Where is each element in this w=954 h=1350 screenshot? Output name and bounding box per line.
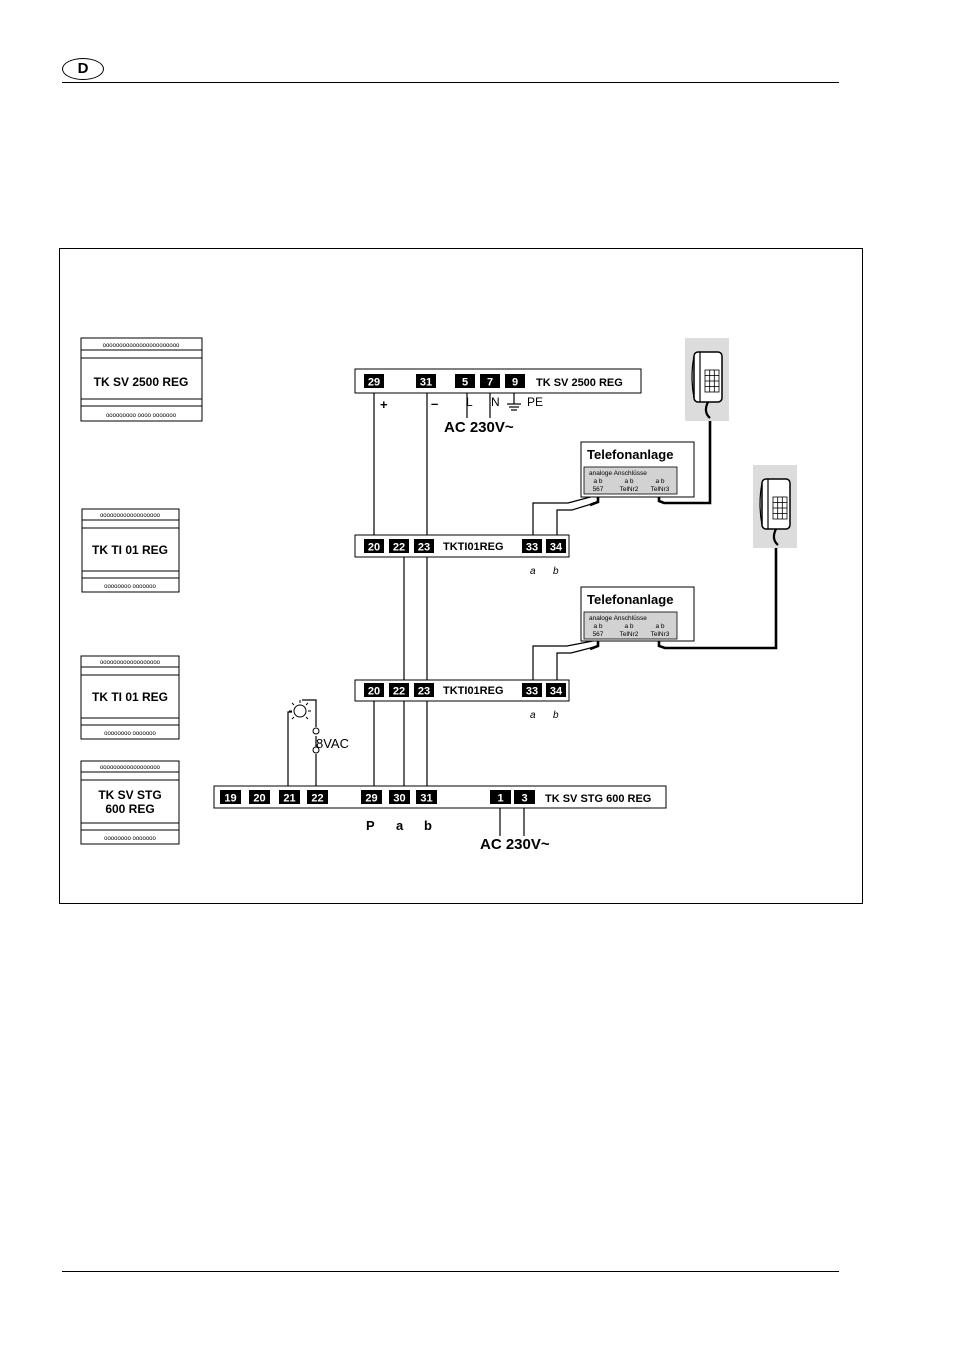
- plus-label: +: [380, 397, 388, 412]
- pbx-unit-lower: Telefonanlage analoge Anschlüsse a b a b…: [580, 586, 695, 642]
- module-illustration-ti01-lower: oooooooooooooooooo TK TI 01 REG oooooooo…: [80, 655, 180, 740]
- module-label-line1: TK SV STG: [98, 788, 161, 802]
- pair-b-label: b: [553, 710, 559, 721]
- pbx-sub: analoge Anschlüsse: [589, 470, 647, 477]
- port-label: TelNr3: [651, 631, 670, 638]
- mains-L-label: L: [466, 395, 473, 409]
- terminal-label: 31: [420, 793, 432, 805]
- mains-N-label: N: [491, 395, 500, 409]
- terminal-label: 20: [368, 542, 380, 554]
- terminal-label: 21: [283, 793, 295, 805]
- port-ab: a b: [593, 623, 602, 630]
- terminal-label: 33: [526, 542, 538, 554]
- supply-ac-label: AC 230V~: [444, 419, 514, 436]
- lamp-voltage-label: 8VAC: [316, 736, 349, 751]
- supply-unit: 29 31 5 7 9 TK SV 2500 REG: [354, 368, 642, 394]
- port-label: TelNr2: [620, 631, 639, 638]
- footer-rule: [62, 1271, 839, 1272]
- port-ab: a b: [593, 478, 602, 485]
- terminal-label: 34: [550, 542, 563, 554]
- terminal-label: 9: [512, 377, 518, 389]
- module-illustration-sv2500: ooooooooooooooooooooooo TK SV 2500 REG o…: [80, 337, 203, 422]
- module-illustration-ti01-upper: oooooooooooooooooo TK TI 01 REG oooooooo…: [81, 508, 180, 593]
- terminal-label: 20: [368, 686, 380, 698]
- minus-label: –: [431, 396, 438, 411]
- terminal-label: 23: [418, 542, 430, 554]
- module-dots-bottom: oooooooo ooooooo: [104, 836, 156, 842]
- terminal-label: 31: [420, 377, 432, 389]
- module-label: TK TI 01 REG: [92, 690, 168, 704]
- terminal-label: 29: [365, 793, 377, 805]
- supply-name: TK SV 2500 REG: [536, 377, 623, 389]
- pbx-unit-upper: Telefonanlage analoge Anschlüsse a b a b…: [580, 441, 695, 498]
- module-dots-top: oooooooooooooooooo: [100, 513, 161, 519]
- terminal-label: 34: [550, 686, 563, 698]
- module-illustration-stg600: oooooooooooooooooo TK SV STG 600 REG ooo…: [80, 760, 180, 845]
- terminal-label: 30: [393, 793, 405, 805]
- terminal-label: 22: [311, 793, 323, 805]
- controller-unit: 19 20 21 22 29 30 31 1 3 TK SV STG 600 R…: [213, 785, 667, 809]
- terminal-label: 22: [393, 542, 405, 554]
- diagram-frame: [59, 248, 863, 904]
- module-label-line2: 600 REG: [105, 802, 154, 816]
- pbx-title: Telefonanlage: [587, 592, 673, 607]
- pair-b-label: b: [553, 566, 559, 577]
- controller-ac-label: AC 230V~: [480, 836, 550, 853]
- pair-a-label: a: [530, 566, 536, 577]
- port-ab: a b: [624, 623, 633, 630]
- port-label: 567: [593, 631, 604, 638]
- module-label: TK SV 2500 REG: [94, 375, 189, 389]
- port-label: TelNr3: [651, 486, 670, 493]
- terminal-label: 5: [462, 377, 468, 389]
- module-label: TK TI 01 REG: [92, 543, 168, 557]
- language-badge: D: [62, 58, 104, 80]
- bus-P-label: P: [366, 818, 375, 833]
- terminal-label: 22: [393, 686, 405, 698]
- terminal-label: 29: [368, 377, 380, 389]
- pbx-title: Telefonanlage: [587, 447, 673, 462]
- lamp-icon: [289, 700, 320, 754]
- terminal-label: 3: [521, 793, 527, 805]
- bus-a-label: a: [396, 818, 404, 833]
- controller-name: TK SV STG 600 REG: [545, 793, 651, 805]
- port-label: TelNr2: [620, 486, 639, 493]
- port-ab: a b: [624, 478, 633, 485]
- pbx-sub: analoge Anschlüsse: [589, 615, 647, 622]
- terminal-label: 7: [487, 377, 493, 389]
- terminal-label: 23: [418, 686, 430, 698]
- terminal-label: 33: [526, 686, 538, 698]
- module-dots-top: oooooooooooooooooo: [100, 765, 161, 771]
- ti-unit-upper: 20 22 23 TKTI01REG 33 34: [354, 534, 570, 558]
- terminal-label: 19: [224, 793, 236, 805]
- port-ab: a b: [655, 623, 664, 630]
- ti-name: TKTI01REG: [443, 541, 504, 553]
- module-dots-top: ooooooooooooooooooooooo: [103, 343, 180, 349]
- wires: [287, 393, 599, 836]
- ti-unit-lower: 20 22 23 TKTI01REG 33 34: [354, 679, 570, 702]
- ti-name: TKTI01REG: [443, 685, 504, 697]
- module-dots-top: oooooooooooooooooo: [100, 660, 161, 666]
- telephone-icon: [685, 338, 729, 421]
- port-ab: a b: [655, 478, 664, 485]
- port-label: 567: [593, 486, 604, 493]
- mains-PE-label: PE: [527, 395, 543, 409]
- terminal-label: 20: [253, 793, 265, 805]
- handset-cords: [589, 421, 778, 651]
- telephone-icon: [753, 465, 797, 548]
- terminal-label: 1: [497, 793, 503, 805]
- pair-a-label: a: [530, 710, 536, 721]
- module-dots-bottom: ooooooooo oooo ooooooo: [106, 413, 177, 419]
- header-rule: [62, 82, 839, 83]
- bus-b-label: b: [424, 818, 432, 833]
- module-dots-bottom: oooooooo ooooooo: [104, 584, 156, 590]
- module-dots-bottom: oooooooo ooooooo: [104, 731, 156, 737]
